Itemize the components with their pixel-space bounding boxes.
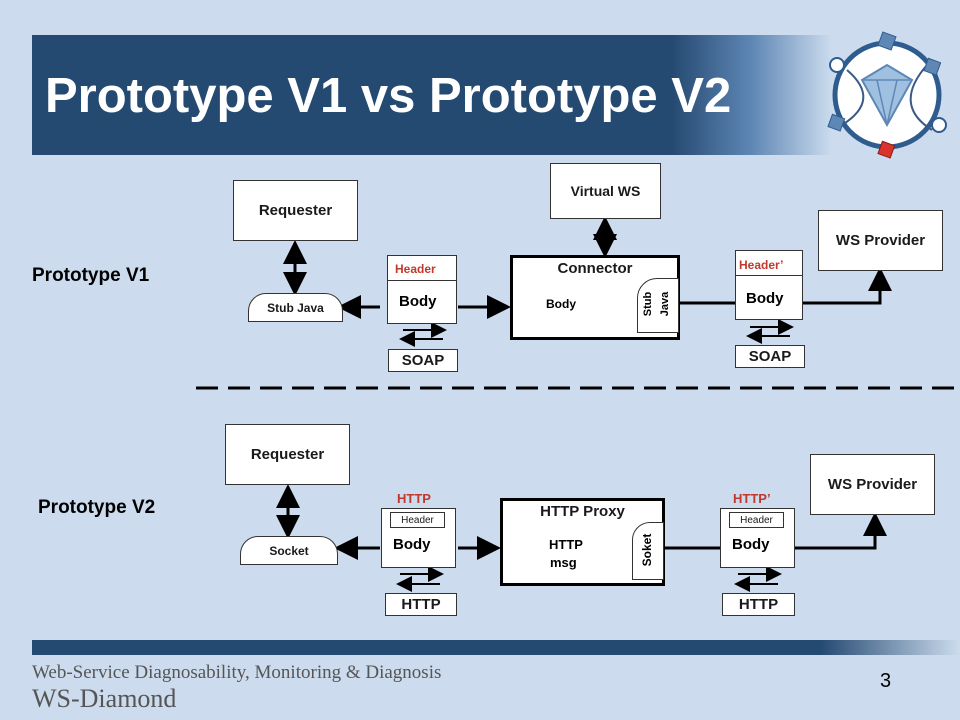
v2-http-box: HTTP [385,593,457,616]
v1-message-box [387,255,457,324]
v1-stub-java: Stub Java [248,293,343,322]
virtual-ws-box: Virtual WS [550,163,661,219]
java-label: Java [659,291,671,317]
v2-http-label: HTTP [397,491,431,506]
v2-http2-box: HTTP [722,593,795,616]
prototype-v2-label: Prototype V2 [38,497,156,518]
footer-bar [32,640,960,655]
soket-label: Soket [640,533,654,567]
connector-stub-java [637,278,679,333]
v1-soap2-box: SOAP [735,345,805,368]
v2-http2-label: HTTP’ [733,491,771,506]
title-bar [32,35,832,155]
stub-label: Stub [642,291,654,317]
v2-ws-provider-box: WS Provider [810,454,935,515]
v2-socket: Socket [240,536,338,565]
footer-line-2: WS-Diamond [32,684,177,713]
http-msg-line2: msg [550,555,577,570]
v1-body-label: Body [399,293,437,310]
connector-body-label: Body [546,297,576,311]
v2-body2-label: Body [732,536,770,553]
http-msg-line1: HTTP [549,537,583,552]
v2-header2-box: Header [729,512,784,528]
v1-message-box-2 [735,250,803,320]
footer-line-1: Web-Service Diagnosability, Monitoring &… [32,662,442,683]
prototype-v1-label: Prototype V1 [32,265,150,286]
v1-header2-label: Header’ [739,258,784,272]
v2-header-box: Header [390,512,445,528]
v2-body-label: Body [393,536,431,553]
v1-requester-box: Requester [233,180,358,241]
proxy-soket [632,522,664,580]
v1-body2-label: Body [746,290,784,307]
v1-soap-box: SOAP [388,349,458,372]
v2-requester-box: Requester [225,424,350,485]
ws-diamond-logo [827,31,947,159]
v1-header-label: Header [395,262,436,276]
page-number: 3 [880,670,892,692]
slide-title: Prototype V1 vs Prototype V2 [45,69,732,123]
v1-ws-provider-box: WS Provider [818,210,943,271]
